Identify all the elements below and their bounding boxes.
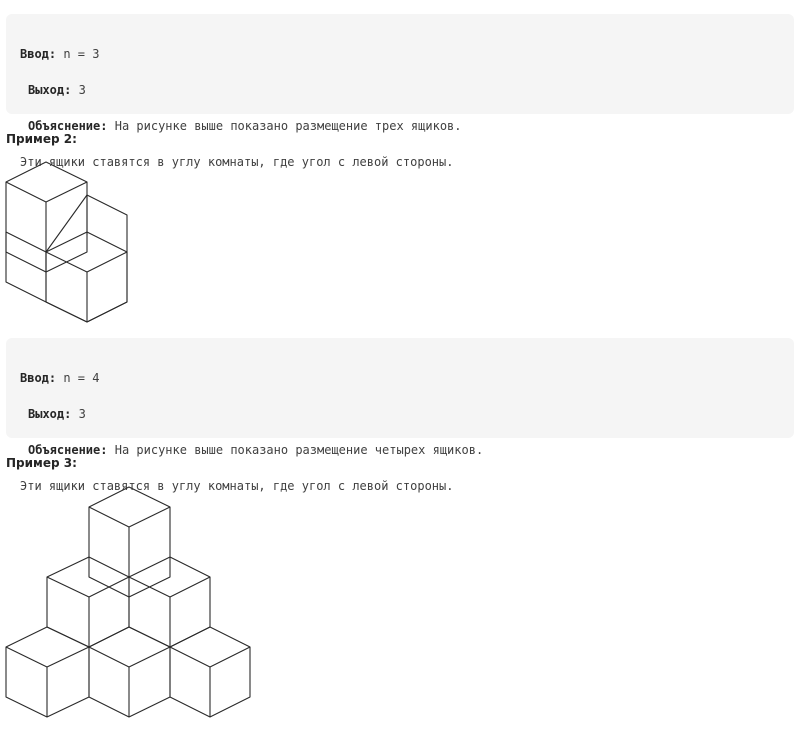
- explanation-label: Объяснение:: [28, 443, 108, 457]
- input-value: n = 4: [63, 371, 100, 385]
- output-value: 3: [78, 83, 86, 97]
- input-label: Ввод:: [20, 371, 57, 385]
- box-outline: [88, 486, 171, 598]
- output-value: 3: [78, 407, 86, 421]
- box-outline: [169, 626, 251, 718]
- input-label: Ввод:: [20, 47, 57, 61]
- explanation-continuation: Эти ящики ставятся в углу комнаты, где у…: [20, 479, 454, 493]
- box-outline: [5, 232, 47, 303]
- example-2-code-block: Ввод: n = 4 Выход: 3 Объяснение: На рису…: [6, 338, 794, 493]
- example-3-boxes-figure: [5, 486, 251, 718]
- example-2-heading: Пример 2:: [6, 132, 77, 146]
- output-label: Выход:: [28, 407, 72, 421]
- example-2-boxes-figure: [5, 161, 128, 323]
- explanation-text: На рисунке выше показано размещение четы…: [114, 443, 484, 457]
- example-1-code-block: Ввод: n = 3 Выход: 3 Объяснение: На рису…: [6, 14, 794, 169]
- explanation-label: Объяснение:: [28, 119, 108, 133]
- explanation-text: На рисунке выше показано размещение трех…: [114, 119, 462, 133]
- example-3-heading: Пример 3:: [6, 456, 77, 470]
- output-label: Выход:: [28, 83, 72, 97]
- explanation-continuation: Эти ящики ставятся в углу комнаты, где у…: [20, 155, 454, 169]
- input-value: n = 3: [63, 47, 100, 61]
